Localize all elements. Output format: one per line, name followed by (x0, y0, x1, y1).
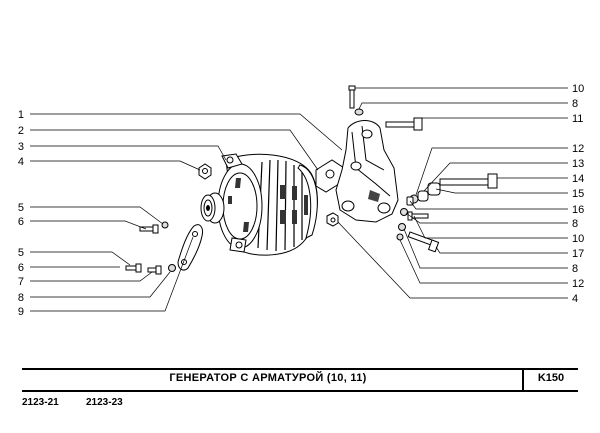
callout-8: 8 (18, 292, 24, 304)
model-code-1: 2123-21 (22, 397, 59, 408)
title-divider (522, 370, 524, 390)
leader-lines-left (30, 113, 343, 312)
page-code: K150 (537, 372, 565, 384)
callout-7: 7 (18, 276, 24, 288)
model-code-2: 2123-23 (86, 397, 123, 408)
callout-4r: 4 (572, 293, 578, 305)
callout-6: 6 (18, 216, 24, 228)
callout-4: 4 (18, 156, 24, 168)
callout-3: 3 (18, 141, 24, 153)
callout-8r3: 8 (572, 263, 578, 275)
callout-13: 13 (572, 158, 584, 170)
callout-12r2: 12 (572, 278, 584, 290)
callout-8r2: 8 (572, 218, 578, 230)
mounting-bracket (335, 120, 399, 223)
title-block: ГЕНЕРАТОР С АРМАТУРОЙ (10, 11) K150 (22, 368, 578, 392)
callout-12: 12 (572, 143, 584, 155)
bolt-top (348, 85, 356, 109)
callout-10: 10 (572, 83, 584, 95)
callout-8r: 8 (572, 98, 578, 110)
diagram-title: ГЕНЕРАТОР С АРМАТУРОЙ (10, 11) (169, 372, 367, 384)
callout-16: 16 (572, 204, 584, 216)
callout-15: 15 (572, 188, 584, 200)
callout-6b: 6 (18, 262, 24, 274)
callout-labels-right: 10 8 11 12 13 14 15 16 8 10 17 8 12 4 (572, 83, 584, 305)
callout-1: 1 (18, 109, 24, 121)
callout-2: 2 (18, 125, 24, 137)
callout-9: 9 (18, 306, 24, 318)
callout-5b: 5 (18, 247, 24, 259)
callout-11: 11 (572, 113, 583, 125)
callout-5: 5 (18, 202, 24, 214)
leader-lines-right (337, 87, 568, 299)
callout-17: 17 (572, 248, 584, 260)
callout-10r2: 10 (572, 233, 584, 245)
callout-14: 14 (572, 173, 584, 185)
generator-assembly (200, 153, 318, 256)
callout-labels-left: 1 2 3 4 5 6 5 6 7 8 9 (18, 109, 24, 318)
bolt-long (385, 117, 423, 131)
